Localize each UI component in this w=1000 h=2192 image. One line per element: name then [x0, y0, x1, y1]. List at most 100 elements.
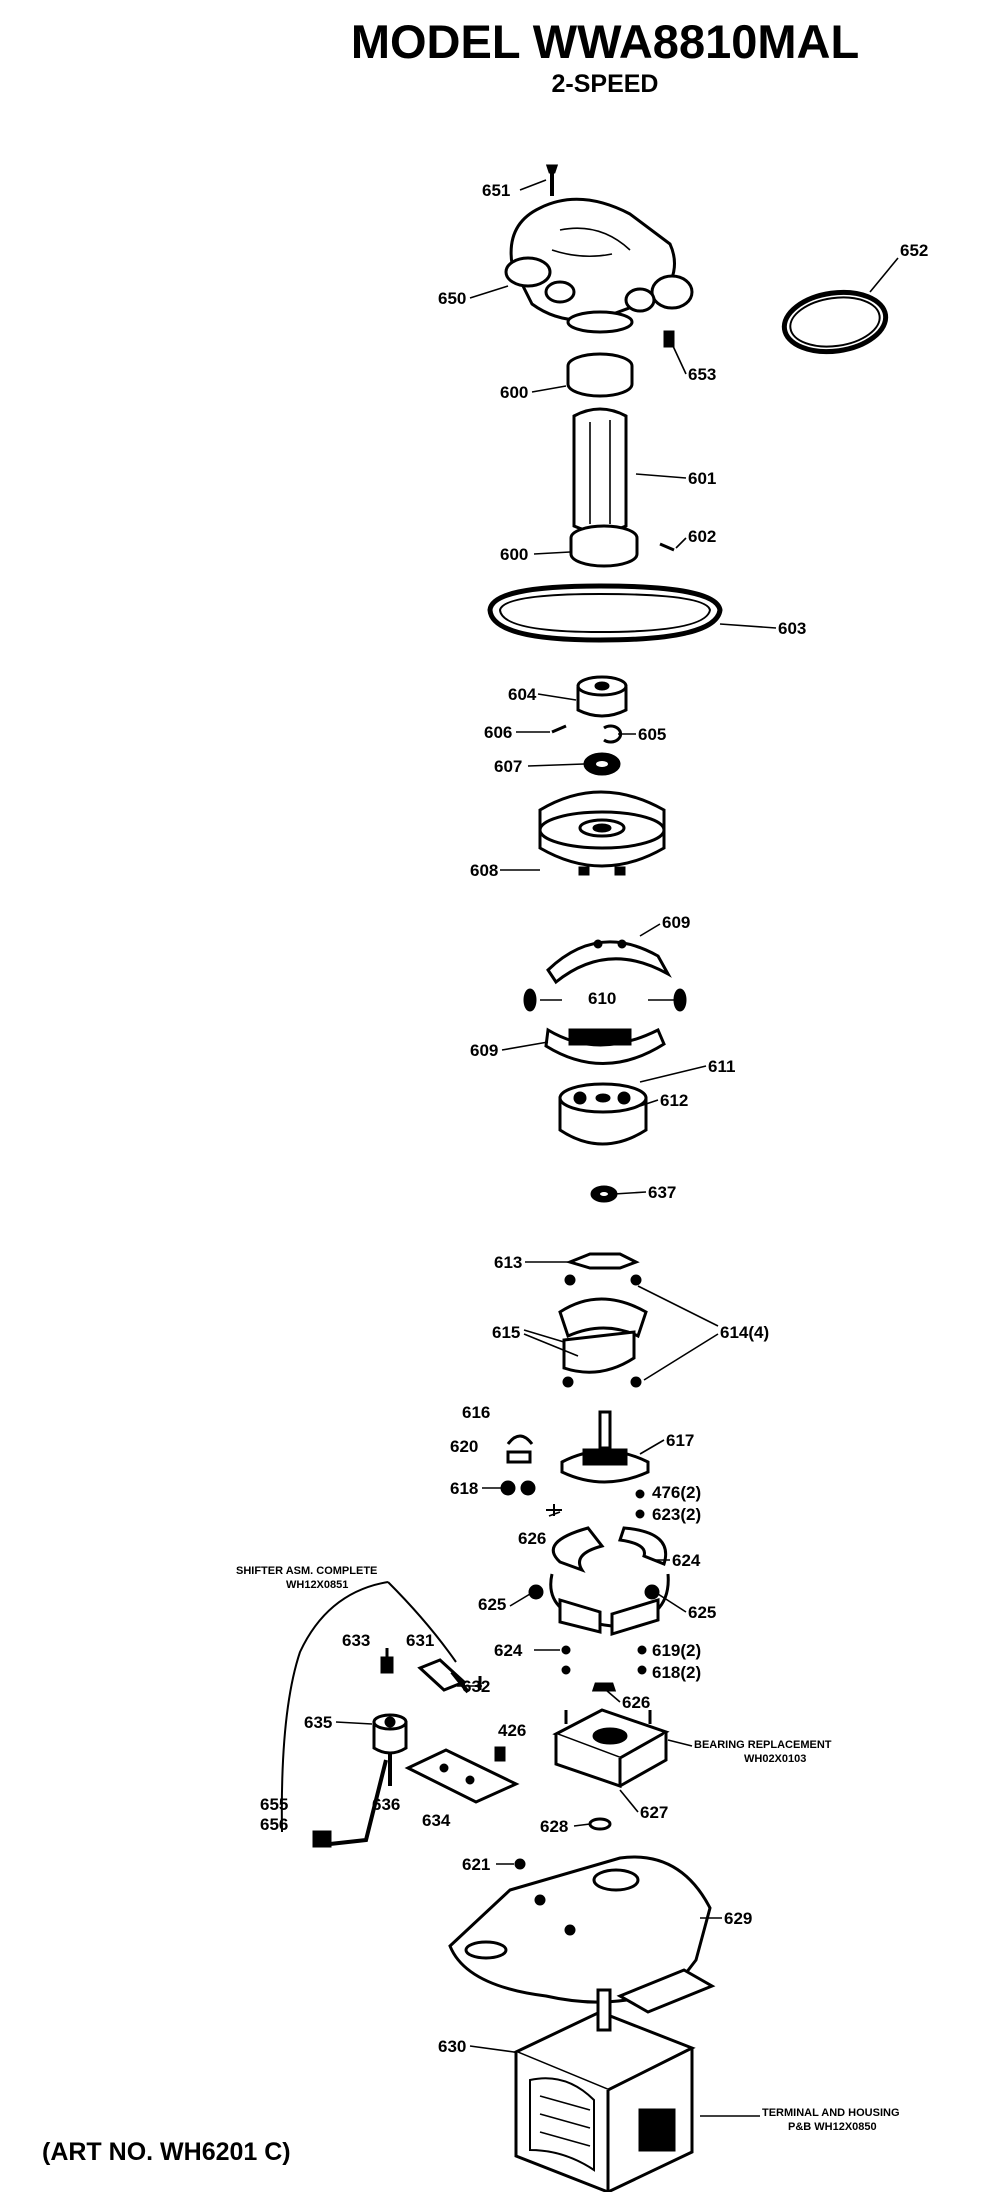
label-618: 618 — [450, 1479, 478, 1498]
terminal-note-line2: P&B WH12X0850 — [788, 2121, 877, 2133]
part-628-bearing-housing — [552, 1708, 670, 1789]
part-615-bracket — [558, 1297, 648, 1374]
art-number: (ART NO. WH6201 C) — [42, 2138, 291, 2166]
label-630: 630 — [438, 2037, 466, 2056]
part-650-pump — [504, 197, 694, 334]
bearing-note-line2: WH02X0103 — [744, 1753, 806, 1765]
label-614: 614(4) — [720, 1323, 769, 1342]
label-625-right: 625 — [688, 1603, 716, 1622]
part-609-shoe-lower — [544, 1027, 666, 1065]
part-653 — [663, 330, 675, 348]
label-606: 606 — [484, 723, 512, 742]
part-614-nuts — [562, 1274, 642, 1388]
label-626-lower: 626 — [622, 1693, 650, 1712]
label-602: 602 — [688, 527, 716, 546]
label-650: 650 — [438, 289, 466, 308]
part-627 — [588, 1817, 612, 1831]
part-601-sleeve — [572, 407, 628, 534]
label-624-left: 624 — [494, 1641, 523, 1660]
part-426 — [494, 1746, 506, 1762]
part-630-motor — [512, 1988, 696, 2192]
label-651: 651 — [482, 181, 510, 200]
label-655: 655 — [260, 1795, 288, 1814]
leader-lines — [280, 179, 899, 2117]
label-620: 620 — [450, 1437, 478, 1456]
part-652-ring — [781, 289, 889, 355]
bearing-note-line1: BEARING REPLACEMENT — [694, 1739, 832, 1751]
part-635 — [372, 1713, 408, 1755]
part-476-623 — [635, 1489, 645, 1519]
part-634-plate — [404, 1748, 520, 1804]
label-652: 652 — [900, 241, 928, 260]
part-600-band-lower — [569, 524, 639, 568]
page-title: MODEL WWA8810MAL — [350, 15, 860, 68]
label-616: 616 — [462, 1403, 490, 1422]
part-606 — [551, 724, 567, 734]
part-604-pulley — [576, 675, 628, 718]
part-603-belt — [487, 583, 723, 643]
label-637: 637 — [648, 1183, 676, 1202]
part-608-drum — [538, 790, 666, 876]
label-611: 611 — [708, 1057, 735, 1076]
label-653: 653 — [688, 365, 716, 384]
label-618b: 618(2) — [652, 1663, 701, 1682]
label-629: 629 — [724, 1909, 752, 1928]
label-633: 633 — [342, 1631, 370, 1650]
label-601: 601 — [688, 469, 716, 488]
part-619-618b — [561, 1645, 647, 1675]
label-617: 617 — [666, 1431, 694, 1450]
label-623: 623(2) — [652, 1505, 701, 1524]
label-621: 621 — [462, 1855, 490, 1874]
part-626-lower — [591, 1682, 617, 1692]
label-615: 615 — [492, 1323, 520, 1342]
part-611-612-clutch — [558, 1082, 648, 1146]
label-624-right: 624 — [672, 1551, 701, 1570]
label-612: 612 — [660, 1091, 688, 1110]
label-631: 631 — [406, 1631, 434, 1650]
part-651-screw — [545, 164, 559, 196]
label-600-upper: 600 — [500, 383, 528, 402]
label-600-lower: 600 — [500, 545, 528, 564]
part-655-656 — [312, 1759, 388, 1848]
part-624-625-ring — [528, 1526, 670, 1637]
part-621 — [514, 1858, 526, 1870]
page-subtitle: 2-SPEED — [551, 70, 659, 98]
part-637 — [590, 1185, 618, 1203]
label-604: 604 — [508, 685, 537, 704]
label-619: 619(2) — [652, 1641, 701, 1660]
notes: SHIFTER ASM. COMPLETE WH12X0851 BEARING … — [236, 1565, 900, 2133]
label-634: 634 — [422, 1811, 451, 1830]
part-613 — [565, 1252, 640, 1270]
label-476: 476(2) — [652, 1483, 701, 1502]
part-607-nut — [583, 752, 621, 776]
label-626-upper: 626 — [518, 1529, 546, 1548]
part-617-shaft — [560, 1410, 650, 1484]
label-628: 628 — [540, 1817, 568, 1836]
label-609-lower: 609 — [470, 1041, 498, 1060]
label-656: 656 — [260, 1815, 288, 1834]
label-636: 636 — [372, 1795, 400, 1814]
shifter-note-line2: WH12X0851 — [286, 1579, 348, 1591]
part-629-base — [448, 1855, 716, 2014]
terminal-note-line1: TERMINAL AND HOUSING — [762, 2107, 900, 2119]
part-labels: 651 652 650 653 600 601 600 602 603 604 … — [260, 181, 928, 2056]
part-631 — [417, 1658, 470, 1694]
label-627: 627 — [640, 1803, 668, 1822]
label-426: 426 — [498, 1721, 526, 1740]
label-603: 603 — [778, 619, 806, 638]
part-600-band-upper — [566, 352, 634, 398]
label-625-left: 625 — [478, 1595, 506, 1614]
label-607: 607 — [494, 757, 522, 776]
label-610: 610 — [588, 989, 616, 1008]
part-610-pins — [523, 988, 687, 1012]
part-602 — [659, 542, 675, 552]
part-609-shoe-upper — [546, 939, 672, 985]
label-635: 635 — [304, 1713, 332, 1732]
label-605: 605 — [638, 725, 666, 744]
shifter-note-line1: SHIFTER ASM. COMPLETE — [236, 1565, 377, 1577]
label-608: 608 — [470, 861, 498, 880]
label-613: 613 — [494, 1253, 522, 1272]
part-618-620 — [500, 1434, 536, 1496]
label-609-upper: 609 — [662, 913, 690, 932]
